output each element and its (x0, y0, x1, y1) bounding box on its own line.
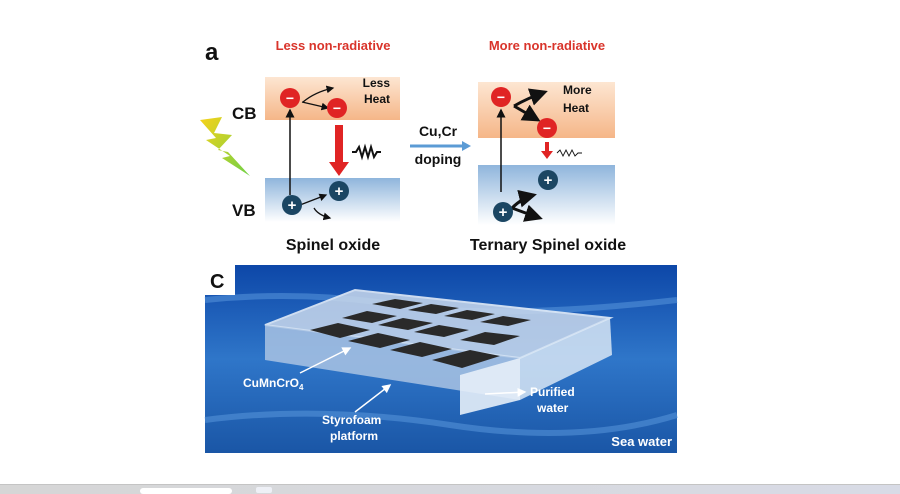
sea-water-label: Sea water (611, 434, 672, 449)
platform-label-line2: platform (330, 429, 378, 443)
left-heat-line2: Heat (364, 92, 390, 106)
relax-arrow (301, 101, 330, 111)
electron-icon: − (327, 98, 347, 118)
photon-wave-icon (556, 148, 582, 158)
panel-c-label-box (205, 265, 235, 295)
styrofoam-tray (264, 288, 614, 415)
recombination-arrow (335, 125, 343, 163)
cumncro4-absorber-tiles (310, 299, 531, 368)
recombination-arrowhead (329, 162, 349, 176)
lightning-icon (200, 117, 250, 176)
hole-relax-arrow-bold (510, 189, 537, 210)
hole-icon: + (329, 181, 349, 201)
right-title: More non-radiative (489, 38, 605, 53)
doping-arrowhead (462, 141, 471, 151)
purified-label-line2: water (536, 401, 569, 415)
svg-text:+: + (288, 197, 297, 214)
svg-text:−: − (286, 90, 294, 106)
electron-icon: − (537, 118, 557, 138)
purified-label-line1: Purified (530, 385, 575, 399)
left-title: Less non-radiative (276, 38, 391, 53)
cb-label: CB (232, 104, 257, 123)
toolbar-pill-button[interactable] (140, 488, 232, 494)
recombination-arrowhead (541, 151, 553, 159)
electron-icon: − (491, 87, 511, 107)
hole-icon: + (493, 202, 513, 222)
svg-text:+: + (499, 204, 508, 221)
right-heat-line1: More (563, 83, 592, 97)
platform-label-line1: Styrofoam (322, 413, 381, 427)
bottom-toolbar (0, 484, 900, 494)
svg-text:−: − (497, 89, 505, 105)
toolbar-square-button[interactable] (256, 487, 272, 493)
recombination-arrow (545, 142, 549, 152)
panel-c: C CuMnCrO4 Styrofoam platform Purif (204, 265, 678, 453)
svg-text:−: − (333, 100, 341, 116)
right-caption: Ternary Spinel oxide (470, 237, 626, 254)
hole-relax-arrow (313, 207, 332, 221)
material-pointer-arrow (299, 347, 352, 374)
material-label: CuMnCrO4 (243, 376, 304, 392)
doping-label-bottom: doping (415, 151, 462, 167)
vb-label: VB (232, 201, 256, 220)
svg-text:−: − (543, 120, 551, 136)
relax-arrow-bold (513, 104, 541, 122)
left-heat-line1: Less (363, 76, 391, 90)
hole-relax-arrow-bold (511, 204, 543, 222)
purified-pointer-arrow (484, 387, 527, 397)
hole-icon: + (282, 195, 302, 215)
panel-c-label: C (210, 271, 224, 293)
relax-arrow-bold (513, 88, 548, 108)
panel-a-label: a (205, 39, 219, 66)
hole-relax-arrow (299, 193, 328, 206)
relax-arrow (302, 85, 335, 103)
svg-text:+: + (335, 183, 344, 200)
doping-label-top: Cu,Cr (419, 123, 458, 139)
photon-wave-icon (352, 143, 381, 161)
svg-text:+: + (544, 172, 553, 189)
hole-icon: + (538, 170, 558, 190)
right-heat-line2: Heat (563, 101, 589, 115)
left-caption: Spinel oxide (286, 237, 380, 254)
platform-pointer-arrow (354, 384, 392, 413)
electron-icon: − (280, 88, 300, 108)
panel-a: a Less non-radiative More non-radiative … (200, 38, 626, 254)
